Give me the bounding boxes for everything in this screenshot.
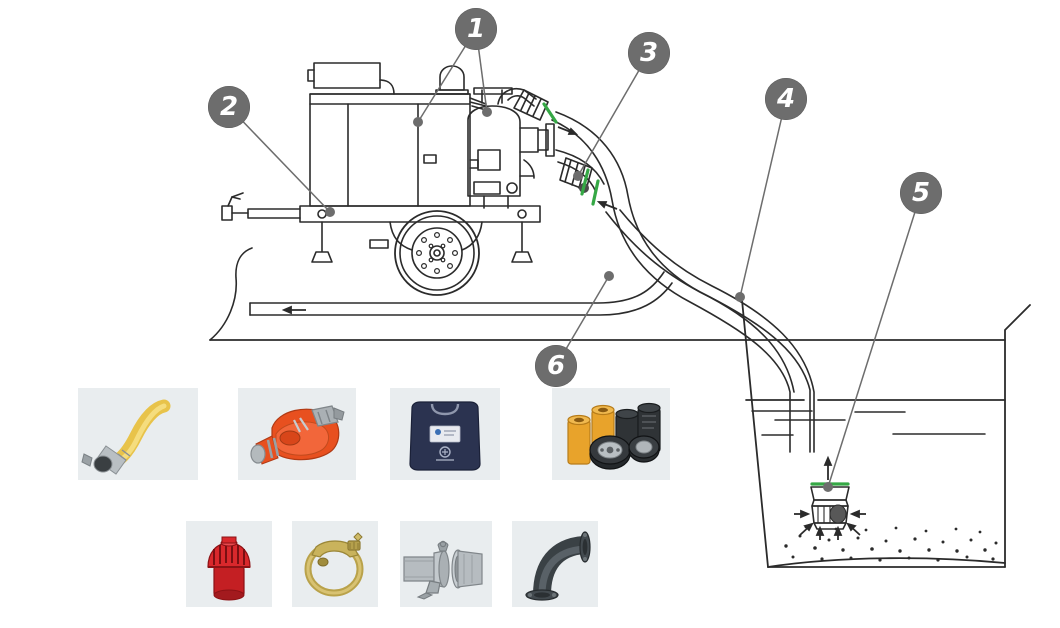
water-pit bbox=[741, 299, 1031, 568]
engine-canopy bbox=[309, 93, 479, 207]
muffler-and-beacon bbox=[307, 62, 487, 111]
trailer-chassis bbox=[221, 192, 541, 263]
flow-arrows bbox=[281, 126, 866, 540]
callout-2-trailer-chassis[interactable]: 2 bbox=[208, 86, 250, 128]
hose-coupling-upper bbox=[513, 89, 549, 121]
callout-3-suction-coupling-dot-1 bbox=[573, 171, 583, 181]
orange-layflat-hose-icon bbox=[250, 405, 345, 465]
thumb-elbow-fitting[interactable] bbox=[512, 521, 598, 607]
suction-hose bbox=[497, 88, 811, 453]
thumb-suction-hose[interactable] bbox=[78, 388, 198, 480]
trailer-wheel bbox=[394, 210, 480, 296]
callout-6-discharge-hose-dot-1 bbox=[604, 271, 614, 281]
elbow-pipe-fitting-icon bbox=[525, 531, 591, 601]
flow-arrow-suction-lower bbox=[596, 201, 618, 210]
callout-4-suction-hose[interactable]: 4 bbox=[765, 78, 807, 120]
camlock-coupling-icon bbox=[403, 540, 483, 600]
thumb-filters[interactable] bbox=[552, 388, 670, 480]
hose-clamp-icon bbox=[304, 532, 364, 597]
callout-5-strainer-foot-valve-dot-1 bbox=[823, 482, 833, 492]
callout-1-engine-canopy[interactable]: 1 bbox=[455, 8, 497, 50]
callout-4-suction-hose-dot-1 bbox=[735, 292, 745, 302]
oil-and-fuel-filters-icon bbox=[567, 402, 661, 470]
ground-line bbox=[209, 247, 1006, 341]
thumb-foot-valve[interactable] bbox=[186, 521, 272, 607]
flow-arrow-suction-upper bbox=[557, 126, 579, 135]
flow-arrow-discharge-ground bbox=[281, 305, 306, 315]
callout-1-engine-canopy-dot-2 bbox=[482, 107, 492, 117]
callout-5-strainer-foot-valve[interactable]: 5 bbox=[900, 172, 942, 214]
foot-valve-strainer-icon bbox=[207, 536, 251, 601]
tool-bag-icon bbox=[409, 401, 481, 471]
suction-strainer bbox=[810, 486, 850, 530]
callout-3-suction-coupling-leader-1 bbox=[577, 52, 650, 177]
callout-1-engine-canopy-dot-1 bbox=[413, 117, 423, 127]
callout-6-discharge-hose[interactable]: 6 bbox=[535, 345, 577, 387]
callout-4-suction-hose-leader-1 bbox=[739, 98, 787, 298]
thumb-layflat-hose[interactable] bbox=[238, 388, 356, 480]
callout-2-trailer-chassis-leader-1 bbox=[228, 106, 331, 213]
thumb-camlock-coupling[interactable] bbox=[400, 521, 492, 607]
coupling-band-1 bbox=[542, 102, 558, 124]
yellow-suction-hose-icon bbox=[81, 399, 171, 475]
callout-3-suction-coupling[interactable]: 3 bbox=[628, 32, 670, 74]
coupling-band-group bbox=[542, 102, 850, 486]
coupling-band-3 bbox=[591, 179, 600, 206]
thumb-tool-bag[interactable] bbox=[390, 388, 500, 480]
callout-2-trailer-chassis-dot-1 bbox=[325, 207, 335, 217]
water-ripple-lines bbox=[751, 410, 986, 436]
callout-5-strainer-foot-valve-leader-1 bbox=[827, 192, 922, 488]
thumb-hose-clamp[interactable] bbox=[292, 521, 378, 607]
coupling-band-2 bbox=[580, 168, 590, 196]
callout-target-dots bbox=[325, 107, 833, 492]
pit-gravel bbox=[784, 525, 998, 562]
flow-arrow-strainer-riser bbox=[823, 455, 833, 480]
flow-arrows-strainer-inlet bbox=[794, 509, 866, 540]
pump-housing bbox=[467, 87, 555, 209]
